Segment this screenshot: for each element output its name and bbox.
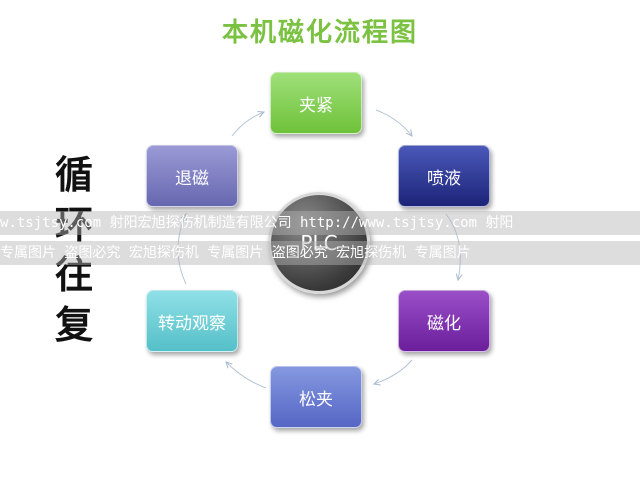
arrow-magnetize-to-release	[374, 359, 413, 384]
arrow-release-to-rotate	[226, 362, 267, 389]
plc-center-circle: PLC	[268, 192, 370, 294]
plc-label: PLC	[300, 231, 338, 255]
diagram-title: 本机磁化流程图	[221, 18, 418, 48]
node-rotate-observe: 转动观察	[146, 290, 238, 352]
cycle-char: 复	[54, 302, 93, 347]
node-demagnetize: 退磁	[146, 145, 238, 207]
node-spray: 喷液	[398, 145, 490, 207]
arrow-spray-to-magnetize	[445, 213, 460, 280]
cycle-char: 往	[54, 252, 93, 297]
arrow-clamp-to-spray	[375, 109, 412, 136]
node-release: 松夹	[270, 366, 362, 428]
node-clamp: 夹紧	[270, 72, 362, 134]
cycle-char: 环	[54, 202, 93, 247]
cycle-text: 循 环 往 复	[50, 150, 98, 350]
arrow-rotate-to-demagnetize	[177, 214, 186, 285]
arrow-demagnetize-to-clamp	[231, 112, 264, 137]
watermark-line-2: 专属图片 盗图必究 宏旭探伤机 专属图片 盗图必究 宏旭探伤机 专属图片	[0, 241, 640, 265]
watermark-line-1: w.tsjtsy.com 射阳宏旭探伤机制造有限公司 http://www.ts…	[0, 211, 640, 235]
node-magnetize: 磁化	[398, 290, 490, 352]
cycle-char: 循	[54, 152, 93, 197]
